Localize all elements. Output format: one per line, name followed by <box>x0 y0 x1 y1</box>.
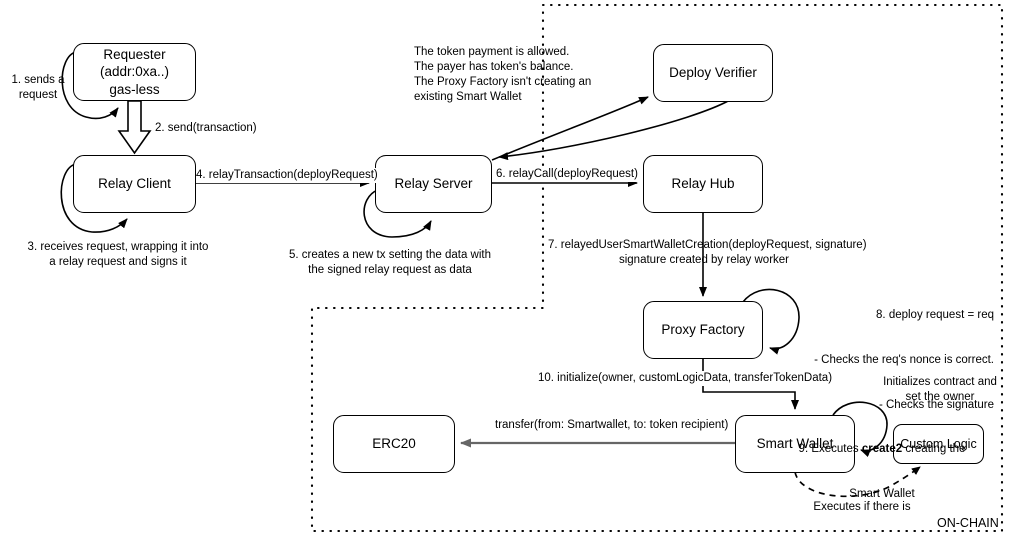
node-relay-server-label: Relay Server <box>394 176 473 192</box>
label-initializes-contract: Initializes contract and set the owner <box>883 376 997 403</box>
node-relay-client[interactable]: Relay Client <box>73 155 196 213</box>
node-proxy-factory[interactable]: Proxy Factory <box>643 301 763 359</box>
node-erc20-label: ERC20 <box>372 436 416 452</box>
node-relay-server[interactable]: Relay Server <box>375 155 492 213</box>
label-step-8-line-1: 8. deploy request = req <box>876 308 994 321</box>
label-on-chain: ON-CHAIN <box>937 516 999 530</box>
node-relay-hub[interactable]: Relay Hub <box>643 155 763 213</box>
label-step-2: 2. send(transaction) <box>155 122 257 134</box>
node-requester-line-0: Requester <box>103 47 166 63</box>
label-step-7: 7. relayedUserSmartWalletCreation(deploy… <box>548 239 867 266</box>
label-step-9-create2: create2 <box>861 443 903 456</box>
label-step-5: 5. creates a new tx setting the data wit… <box>288 249 491 276</box>
label-step-9-post: creating the <box>902 443 966 456</box>
label-executes-if-there-is: Executes if there is <box>813 501 911 513</box>
label-step-6: 6. relayCall(deployRequest) <box>496 167 638 182</box>
label-step-4: 4. relayTransaction(deployRequest) <box>196 168 378 183</box>
node-proxy-factory-label: Proxy Factory <box>661 322 745 338</box>
label-step-10: 10. initialize(owner, customLogicData, t… <box>538 371 833 386</box>
node-deploy-verifier-label: Deploy Verifier <box>669 65 757 81</box>
node-deploy-verifier[interactable]: Deploy Verifier <box>653 44 773 102</box>
arrow-server-to-verifier <box>491 96 731 161</box>
node-erc20[interactable]: ERC20 <box>333 415 455 473</box>
label-step-9-line: 9. Executes create2 creating the <box>770 442 994 457</box>
label-step-8-9: 8. deploy request = req - Checks the req… <box>770 278 994 532</box>
node-relay-client-label: Relay Client <box>98 176 171 192</box>
node-requester-line-1: (addr:0xa..) <box>99 64 170 80</box>
node-requester-line-2: gas-less <box>109 81 160 97</box>
node-relay-hub-label: Relay Hub <box>671 176 735 192</box>
node-requester[interactable]: Requester (addr:0xa..) gas-less <box>73 43 196 101</box>
arrow-send-transaction <box>117 100 152 155</box>
label-step-3: 3. receives request, wrapping it into a … <box>27 241 209 268</box>
label-transfer: transfer(from: Smartwallet, to: token re… <box>495 418 729 433</box>
label-step-9-pre: 9. Executes <box>798 443 862 456</box>
label-step-8-line-2: - Checks the req's nonce is correct. <box>814 353 994 366</box>
label-step-1: 1. sends a request <box>11 74 65 101</box>
label-verifier-note: The token payment is allowed. The payer … <box>414 46 592 103</box>
